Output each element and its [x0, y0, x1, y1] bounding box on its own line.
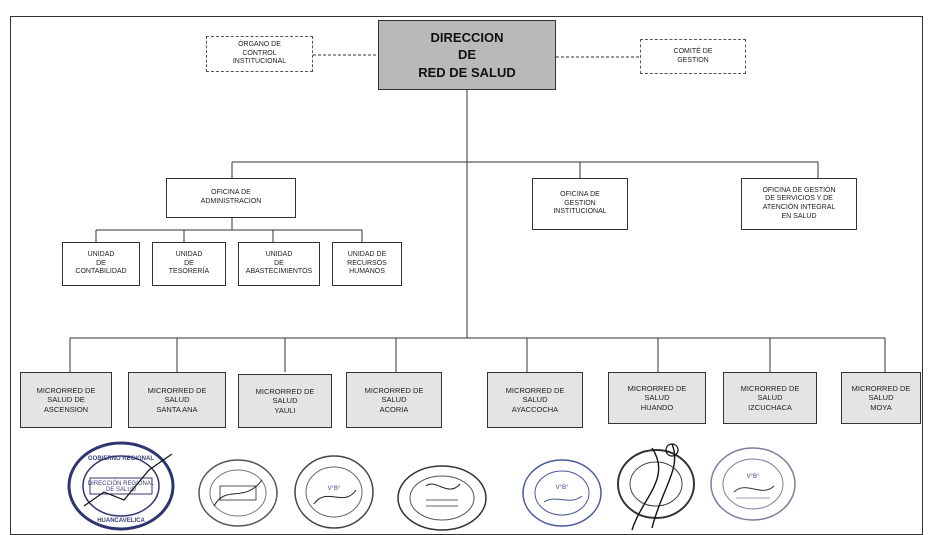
microrred-acoria-box: MICRORRED DE SALUD ACORIA: [346, 372, 442, 428]
svg-text:GOBIERNO REGIONAL: GOBIERNO REGIONAL: [88, 456, 154, 462]
unidad-contabilidad-box: UNIDAD DE CONTABILIDAD: [62, 242, 140, 286]
microrred-yauli-box: MICRORRED DE SALUD YAULI: [238, 374, 332, 428]
svg-text:V°B°: V°B°: [747, 474, 760, 480]
unidad-abastecimientos-box: UNIDAD DE ABASTECIMIENTOS: [238, 242, 320, 286]
direccion-box: DIRECCION DE RED DE SALUD: [378, 20, 556, 90]
svg-text:HUANCAVELICA: HUANCAVELICA: [97, 518, 145, 524]
microrred-ayaccocha-box: MICRORRED DE SALUD AYACCOCHA: [487, 372, 583, 428]
seal-stamp-3: V°B°: [294, 455, 374, 529]
svg-text:V°B°: V°B°: [556, 485, 569, 491]
microrred-izcuchaca-box: MICRORRED DE SALUD IZCUCHACA: [723, 372, 817, 424]
microrred-ascension-box: MICRORRED DE SALUD DE ASCENSION: [20, 372, 112, 428]
svg-text:DE SALUD: DE SALUD: [106, 487, 137, 493]
seal-stamp-7: V°B°: [710, 447, 796, 521]
seal-stamp-2: [198, 459, 278, 527]
seal-stamp-4: [397, 465, 487, 531]
unidad-tesoreria-box: UNIDAD DE TESORERÍA: [152, 242, 226, 286]
seal-gobierno-regional: GOBIERNO REGIONAL HUANCAVELICA DIRECCIÓN…: [67, 441, 175, 531]
microrred-huando-box: MICRORRED DE SALUD HUANDO: [608, 372, 706, 424]
microrred-santa-ana-box: MICRORRED DE SALUD SANTA ANA: [128, 372, 226, 428]
oficina-administracion-box: OFICINA DE ADMINISTRACION: [166, 178, 296, 218]
seal-stamp-6: [617, 443, 695, 531]
microrred-moya-box: MICRORRED DE SALUD MOYA: [841, 372, 921, 424]
seal-gobierno-regional-2: V°B°: [522, 459, 602, 527]
svg-text:DIRECCIÓN REGIONAL: DIRECCIÓN REGIONAL: [88, 480, 155, 487]
oci-box: ÓRGANO DE CONTROL INSTITUCIONAL: [206, 36, 313, 72]
oficina-gestion-box: OFICINA DE GESTION INSTITUCIONAL: [532, 178, 628, 230]
oficina-servicios-box: OFICINA DE GESTIÓN DE SERVICIOS Y DE ATE…: [741, 178, 857, 230]
comite-box: COMITÉ DE GESTION: [640, 39, 746, 74]
unidad-recursos-humanos-box: UNIDAD DE RECURSOS HUMANOS: [332, 242, 402, 286]
svg-text:V°B°: V°B°: [328, 486, 341, 492]
